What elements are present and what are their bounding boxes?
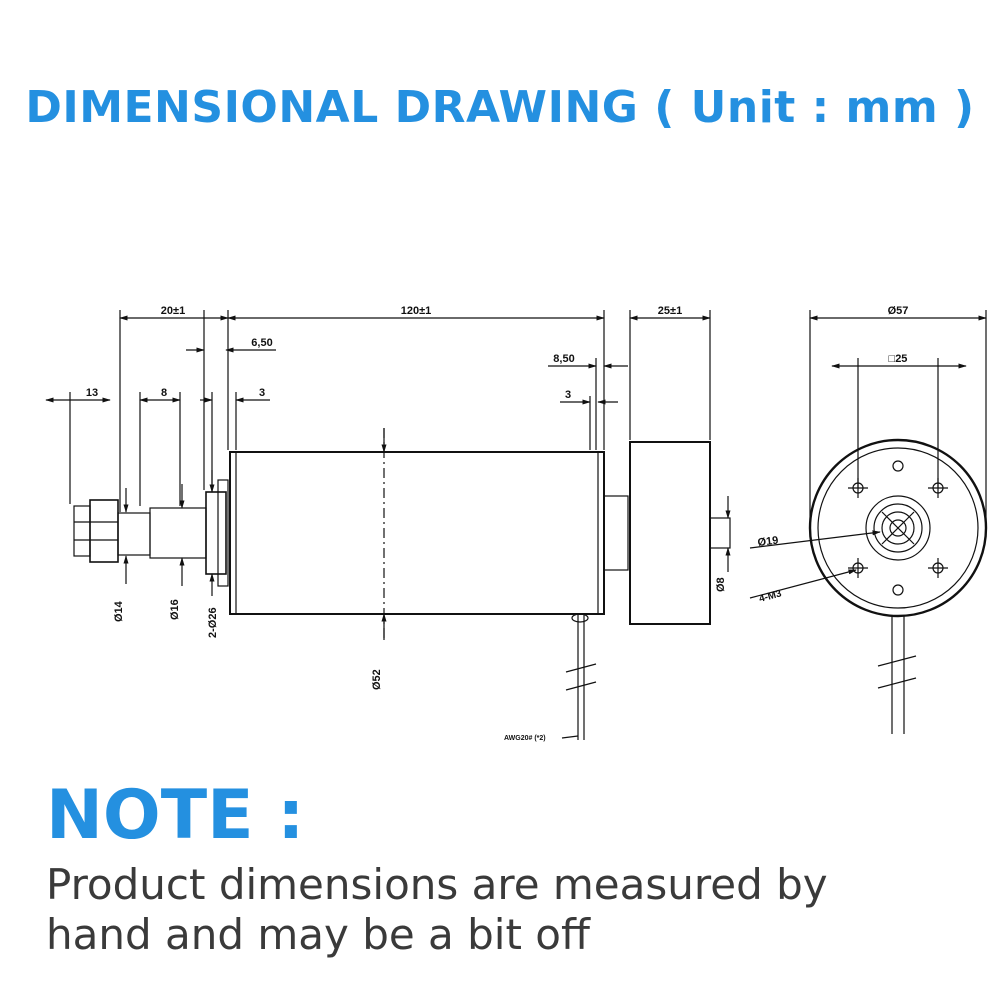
dia-14: Ø14 <box>113 600 125 622</box>
dim-8: 8 <box>161 387 167 399</box>
dim-6-50: 6,50 <box>251 337 272 349</box>
note-heading: NOTE : <box>46 776 305 855</box>
dim-13: 13 <box>86 387 98 399</box>
dim-25: 25±1 <box>658 305 682 317</box>
dim-3-front: 3 <box>259 387 265 399</box>
page-title: DIMENSIONAL DRAWING ( Unit : mm ) <box>25 82 975 133</box>
dimensional-drawing: 20±1 120±1 25±1 Ø57 □25 6,50 8,50 13 8 3… <box>45 305 988 742</box>
end-view <box>749 310 988 734</box>
wire-spec: AWG20# (*2) <box>504 735 546 742</box>
side-view <box>45 310 731 740</box>
holes-4-m3: 4-M3 <box>758 588 783 605</box>
dim-20: 20±1 <box>161 305 185 317</box>
dia-16: Ø16 <box>169 599 181 620</box>
dim-square-25: □25 <box>889 353 908 365</box>
dia-8: Ø8 <box>715 577 727 592</box>
dia-19: Ø19 <box>757 535 779 549</box>
dim-120: 120±1 <box>401 305 432 317</box>
dim-8-50: 8,50 <box>553 353 574 365</box>
dia-26: 2-Ø26 <box>207 607 219 638</box>
dim-57: Ø57 <box>888 305 909 317</box>
note-body: Product dimensions are measured by hand … <box>46 860 828 959</box>
dia-52: Ø52 <box>371 669 383 690</box>
dim-3-rear: 3 <box>565 389 571 401</box>
